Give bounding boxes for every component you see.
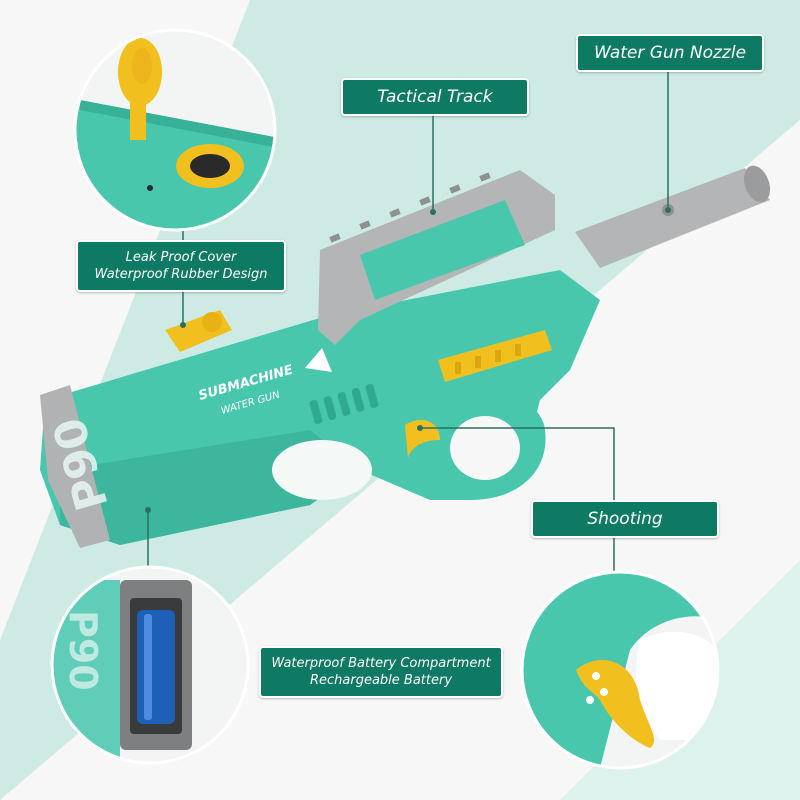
battery-side-print: P90 bbox=[61, 610, 105, 691]
gun-product-image: SUBMACHINE WATER GUN P90 bbox=[40, 170, 600, 548]
label-cover-line2: Waterproof Rubber Design bbox=[94, 267, 268, 282]
label-tactical-track: Tactical Track bbox=[341, 78, 529, 116]
label-battery-line1: Waterproof Battery Compartment bbox=[271, 656, 491, 671]
logo-mark bbox=[305, 348, 332, 372]
label-battery-line2: Rechargeable Battery bbox=[309, 673, 453, 688]
callout-lines bbox=[147, 68, 669, 572]
label-track-text: Tactical Track bbox=[377, 87, 493, 107]
label-battery-compartment: Waterproof Battery Compartment Rechargea… bbox=[259, 646, 503, 698]
label-water-gun-nozzle: Water Gun Nozzle bbox=[576, 34, 764, 72]
callout-dots bbox=[145, 207, 671, 513]
cover-detail-image bbox=[73, 28, 277, 232]
label-cover-line1: Leak Proof Cover bbox=[125, 250, 237, 265]
label-shooting: Shooting bbox=[531, 500, 719, 538]
battery-detail-image: P90 bbox=[50, 565, 250, 765]
label-leak-proof-cover: Leak Proof Cover Waterproof Rubber Desig… bbox=[76, 240, 286, 292]
trigger-detail-image bbox=[520, 570, 720, 770]
label-nozzle-text: Water Gun Nozzle bbox=[593, 43, 747, 63]
label-shooting-text: Shooting bbox=[587, 509, 663, 529]
